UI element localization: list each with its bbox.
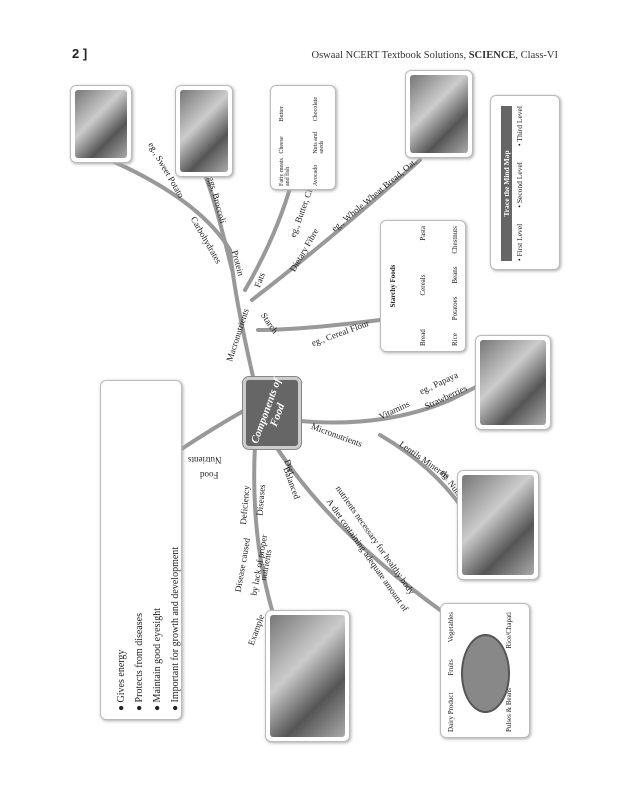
- fats-item: Nuts and seeds: [313, 132, 325, 154]
- center-node: Components of Food: [243, 377, 301, 449]
- fats-image: Fatty meats and fish Cheese Butter Avocado…: [270, 85, 336, 190]
- starchy-item: Potatoes: [451, 296, 459, 321]
- plate-label: Rice/Chapati: [505, 612, 513, 649]
- fats-item: Fatty meats and fish: [279, 158, 291, 186]
- class-label: , Class-VI: [515, 50, 558, 61]
- plate-label: Pulses & Beans: [505, 688, 513, 732]
- starchy-foods-box: Starchy Foods Bread Cereals Pasta Rice Pota…: [380, 220, 466, 352]
- starchy-item: Beans: [451, 266, 459, 284]
- book-title: Oswaal NCERT Textbook Solutions,: [311, 50, 469, 61]
- function-item: ● Important for growth and development: [170, 546, 181, 711]
- minerals-image: [457, 470, 539, 580]
- dietary-fibre-image: [405, 70, 473, 158]
- starchy-title: Starchy Foods: [389, 264, 397, 308]
- protein-image: [175, 85, 233, 177]
- fats-item: Butter: [279, 106, 285, 122]
- fats-item: Chocolate: [313, 97, 319, 122]
- page-number: 2 ]: [72, 46, 88, 61]
- label-food: Food: [200, 470, 219, 480]
- carbohydrates-image: [70, 85, 132, 163]
- deficiency-example-image: [265, 610, 350, 742]
- plate-label: Vegetables: [447, 612, 455, 643]
- balanced-diet-plate: Dairy Product Fruits Vegetables Pulses & B…: [440, 603, 530, 738]
- fats-item: Cheese: [279, 136, 285, 154]
- plate-label: Dairy Product: [447, 692, 455, 732]
- label-nutrients: Nutrients: [188, 455, 222, 465]
- starchy-item: Rice: [451, 333, 459, 346]
- functions-box: ● Gives energy ● Protects from diseases …: [100, 380, 182, 720]
- vitamins-image: [475, 335, 551, 430]
- trace-title: Trace the Mind Map: [501, 106, 512, 261]
- plate-label: Fruits: [447, 659, 455, 676]
- level-second: • Second Level: [515, 162, 524, 208]
- subject: SCIENCE: [468, 50, 516, 61]
- level-first: • First Level: [515, 223, 524, 261]
- running-header: Oswaal NCERT Textbook Solutions, SCIENCE…: [312, 50, 559, 61]
- function-item: ● Gives energy: [116, 649, 127, 711]
- starchy-item: Pasta: [419, 226, 427, 241]
- starchy-item: Chestnuts: [451, 226, 459, 254]
- starchy-item: Bread: [419, 329, 427, 346]
- center-title: Components of Food: [248, 376, 288, 446]
- trace-mind-map-box: Trace the Mind Map • First Level • Second…: [490, 95, 560, 270]
- level-third: • Third Level: [515, 106, 524, 147]
- starchy-item: Cereals: [419, 274, 427, 296]
- fats-item: Avocado: [313, 164, 319, 186]
- function-item: ● Maintain good eyesight: [152, 608, 163, 711]
- function-item: ● Protects from diseases: [134, 613, 145, 711]
